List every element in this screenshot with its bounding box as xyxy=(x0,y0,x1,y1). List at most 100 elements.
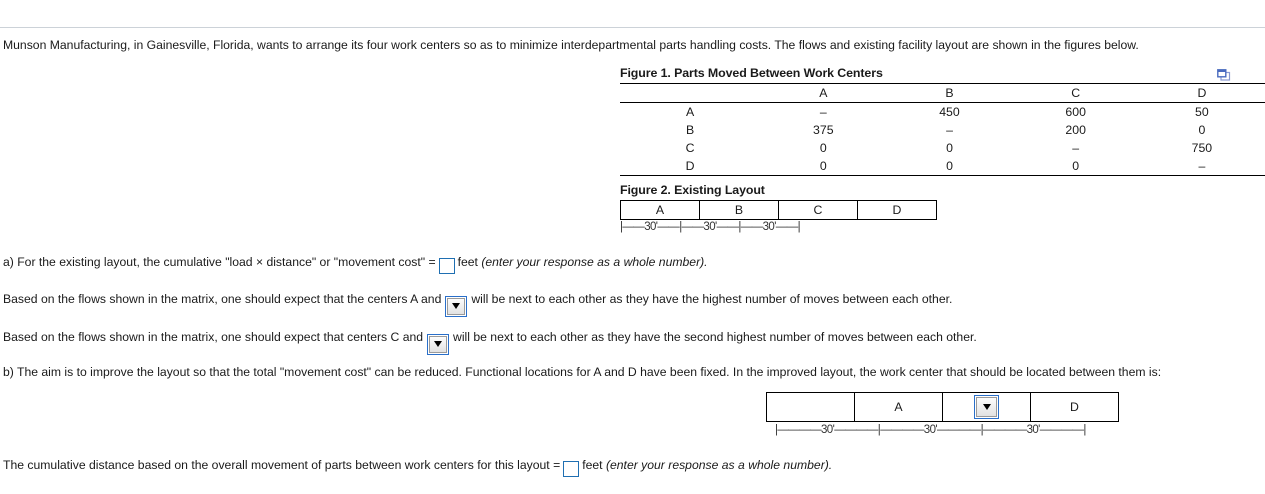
layout-cell-d: D xyxy=(857,200,937,220)
matrix-cell-a-d: 50 xyxy=(1195,105,1209,119)
dim-dash-3b: ———— xyxy=(1039,424,1084,436)
question-a-line: a) For the existing layout, the cumulati… xyxy=(3,254,708,274)
improved-layout-cell-a: A xyxy=(854,392,943,422)
parts-moved-matrix: A B C D A – 450 600 50 B 375 – 200 0 xyxy=(620,83,1265,176)
layout-cell-b: B xyxy=(699,200,779,220)
question-a-unit: feet xyxy=(457,255,478,269)
table-row: D 0 0 0 – xyxy=(620,157,1265,176)
matrix-cell-a-a: – xyxy=(819,105,827,119)
figure-1-container: Figure 1. Parts Moved Between Work Cente… xyxy=(620,66,1265,176)
figure-1-title: Figure 1. Parts Moved Between Work Cente… xyxy=(620,66,883,80)
statement-2-suffix: will be next to each other as they have … xyxy=(453,330,977,344)
top-divider xyxy=(0,27,1265,28)
improved-layout-cell-d: D xyxy=(1030,392,1119,422)
matrix-cell-d-d: – xyxy=(1138,157,1265,176)
question-c-prefix: The cumulative distance based on the ove… xyxy=(3,458,561,472)
matrix-row-label-d: D xyxy=(620,157,761,176)
improved-layout-dropdown[interactable] xyxy=(974,395,999,419)
statement-2-line: Based on the flows shown in the matrix, … xyxy=(3,329,977,355)
dim-dash-1a: —— xyxy=(622,221,645,233)
dim-label-3: 30' xyxy=(1026,424,1041,436)
popout-window-icon[interactable] xyxy=(1217,69,1231,81)
statement-1-prefix: Based on the flows shown in the matrix, … xyxy=(3,292,442,306)
matrix-header-d: D xyxy=(1138,83,1265,103)
question-a-prefix: a) For the existing layout, the cumulati… xyxy=(3,255,436,269)
chevron-down-icon xyxy=(434,341,443,347)
statement-1-dropdown[interactable] xyxy=(445,295,468,317)
matrix-row-label-c: C xyxy=(685,141,695,155)
dim-dash-3a: ———— xyxy=(982,424,1027,436)
statement-1-line: Based on the flows shown in the matrix, … xyxy=(3,291,952,317)
matrix-cell-b-d: 0 xyxy=(1198,123,1206,137)
matrix-cell-c-a: 0 xyxy=(819,141,827,155)
statement-2-prefix: Based on the flows shown in the matrix, … xyxy=(3,330,424,344)
table-row: C 0 0 – 750 xyxy=(620,139,1265,157)
improved-layout-table: A D xyxy=(766,392,1119,422)
improved-layout-container: A D |————30'————|————30'————|————30'————… xyxy=(766,392,1119,436)
statement-2-dropdown[interactable] xyxy=(427,333,450,355)
table-row: A B C D xyxy=(620,200,937,220)
dim-label-1: 30' xyxy=(821,424,835,436)
dropdown-button[interactable] xyxy=(447,297,466,315)
matrix-corner-cell xyxy=(620,83,761,103)
dim-tick-right: | xyxy=(1083,424,1086,436)
chevron-down-icon xyxy=(452,303,461,309)
matrix-header-a: A xyxy=(760,83,887,103)
matrix-cell-b-c: 200 xyxy=(1065,123,1086,137)
question-a-hint: (enter your response as a whole number). xyxy=(481,255,708,269)
figure-2-title: Figure 2. Existing Layout xyxy=(620,183,765,197)
matrix-cell-d-a: 0 xyxy=(760,157,887,176)
dim-dash-1b: ———— xyxy=(834,424,878,436)
question-c-answer-input[interactable] xyxy=(563,460,580,477)
matrix-cell-d-c: 0 xyxy=(1012,157,1139,176)
dim-tick-mid-2: | xyxy=(980,424,984,436)
matrix-header-c: C xyxy=(1012,83,1139,103)
dim-dash-2a: ———— xyxy=(880,424,924,436)
dropdown-button[interactable] xyxy=(976,397,997,417)
question-c-unit: feet xyxy=(582,458,603,472)
matrix-header-row: A B C D xyxy=(620,83,1265,103)
layout-cell-c: C xyxy=(778,200,858,220)
question-a-answer-input[interactable] xyxy=(438,257,455,274)
matrix-cell-c-d: 750 xyxy=(1191,141,1213,155)
dim-dash-1b: —— xyxy=(657,221,680,233)
dim-label-2: 30' xyxy=(703,221,717,233)
improved-layout-dimension-line: |————30'————|————30'————|————30'————| xyxy=(766,424,1119,436)
dim-tick-left: | xyxy=(775,424,778,436)
matrix-row-label-b: B xyxy=(686,123,695,137)
dim-label-2: 30' xyxy=(923,424,938,436)
figure-2-container: Figure 2. Existing Layout A B C D |——30'… xyxy=(620,183,937,233)
dim-tick-mid-2: | xyxy=(738,221,741,233)
layout-cell-a: A xyxy=(620,200,700,220)
matrix-header-b: B xyxy=(886,83,1013,103)
question-b-line: b) The aim is to improve the layout so t… xyxy=(3,365,1162,379)
dim-tick-mid-1: | xyxy=(679,221,682,233)
table-row: A D xyxy=(766,392,1119,422)
matrix-cell-a-b: 450 xyxy=(939,105,960,119)
improved-layout-cell-dropdown[interactable] xyxy=(942,392,1031,422)
table-row: B 375 – 200 0 xyxy=(620,121,1265,139)
dim-tick-left: | xyxy=(620,221,623,233)
matrix-cell-b-b: – xyxy=(946,123,953,137)
question-c-line: The cumulative distance based on the ove… xyxy=(3,457,832,477)
question-c-hint: (enter your response as a whole number). xyxy=(605,458,833,472)
dim-label-3: 30' xyxy=(762,221,777,233)
matrix-cell-b-a: 375 xyxy=(813,123,834,137)
improved-layout-cell-empty xyxy=(766,392,855,422)
dim-tick-right: | xyxy=(797,221,801,233)
dim-dash-3a: —— xyxy=(740,221,763,233)
dim-dash-2b: ———— xyxy=(936,424,981,436)
matrix-row-label-a: A xyxy=(686,105,695,119)
dim-label-1: 30' xyxy=(644,221,658,233)
statement-1-suffix: will be next to each other as they have … xyxy=(471,292,953,306)
matrix-cell-c-b: 0 xyxy=(946,141,953,155)
matrix-cell-d-b: 0 xyxy=(886,157,1013,176)
dim-dash-2b: —— xyxy=(716,221,739,233)
dim-dash-1a: ———— xyxy=(777,424,821,436)
dim-tick-mid-1: | xyxy=(877,424,881,436)
existing-layout-table: A B C D xyxy=(620,200,937,220)
chevron-down-icon xyxy=(982,404,991,410)
dim-dash-3b: —— xyxy=(775,221,798,233)
dropdown-button[interactable] xyxy=(429,335,448,353)
existing-layout-dimension-line: |——30'——|——30'——|——30'——| xyxy=(620,221,937,233)
